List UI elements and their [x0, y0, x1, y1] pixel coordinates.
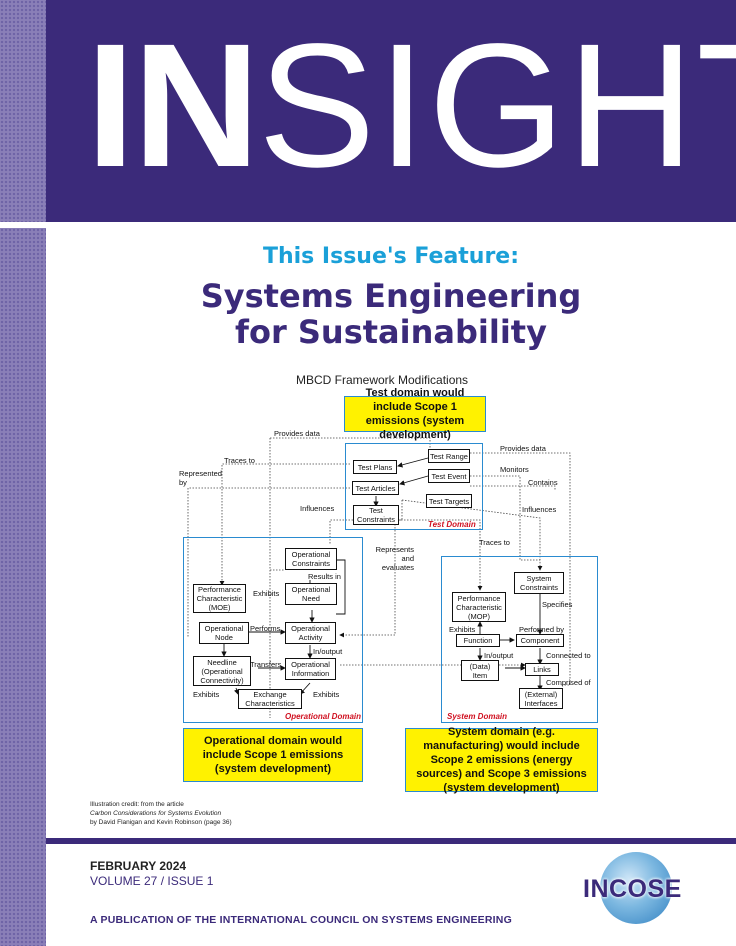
cover-spine-pattern	[0, 0, 46, 946]
system-domain-label: System Domain	[447, 712, 508, 721]
node-operational-constraints: Operational Constraints	[285, 548, 337, 570]
issue-date: FEBRUARY 2024	[90, 859, 187, 873]
node-needline: Needline (Operational Connectivity)	[193, 656, 251, 686]
node-links: Links	[525, 663, 559, 676]
rel-traces-to-2: Traces to	[479, 538, 510, 547]
node-test-constraints: Test Constraints	[353, 505, 399, 525]
credit-article-title: Carbon Considerations for Systems Evolut…	[90, 810, 222, 817]
test-domain-callout: Test domain would include Scope 1 emissi…	[344, 387, 486, 441]
rel-provides-data-2: Provides data	[500, 444, 546, 453]
rel-influences-1: Influences	[300, 504, 335, 513]
node-function: Function	[456, 634, 500, 647]
test-domain-label: Test Domain	[428, 520, 476, 529]
node-test-targets: Test Targets	[426, 494, 472, 508]
node-operational-activity: Operational Activity	[285, 622, 336, 644]
title-bold: IN	[86, 8, 260, 204]
incose-logo: INCOSE	[583, 875, 682, 903]
node-external-interfaces: (External) Interfaces	[519, 688, 563, 709]
node-performance-mop: Performance Characteristic (MOP)	[452, 592, 506, 622]
footer-rule	[46, 838, 736, 844]
node-exchange-characteristics: Exchange Characteristics	[238, 689, 302, 709]
node-test-event: Test Event	[428, 469, 470, 483]
rel-exhibits-1: Exhibits	[253, 589, 280, 598]
rel-performed-by: Performed by	[519, 625, 565, 634]
node-test-range: Test Range	[428, 449, 470, 463]
node-operational-node: Operational Node	[199, 622, 249, 644]
feature-title-line1: Systems Engineering	[200, 277, 582, 315]
publication-line: A PUBLICATION OF THE INTERNATIONAL COUNC…	[90, 914, 512, 926]
operational-domain-frame	[183, 537, 363, 723]
rel-specifies: Specifies	[542, 600, 573, 609]
rel-represents-evaluates: Represents and evaluates	[375, 545, 414, 572]
credit-authors: by David Flanigan and Kevin Robinson (pa…	[90, 819, 232, 826]
rel-contains: Contains	[528, 478, 558, 487]
rel-connected-to: Connected to	[546, 651, 591, 660]
test-domain-frame	[345, 443, 483, 530]
feature-title: Systems Engineering for Sustainability	[46, 278, 736, 350]
rel-in-output-2: In/output	[484, 651, 514, 660]
rel-comprised-of: Comprised of	[546, 678, 591, 687]
rel-results-in: Results in	[308, 572, 341, 581]
node-test-plans: Test Plans	[353, 460, 397, 474]
rel-exhibits-3: Exhibits	[313, 690, 340, 699]
issue-volume: VOLUME 27 / ISSUE 1	[90, 874, 214, 888]
operational-domain-callout: Operational domain would include Scope 1…	[183, 728, 363, 782]
node-data-item: (Data) Item	[461, 660, 499, 681]
node-component: Component	[516, 634, 564, 647]
system-domain-callout: System domain (e.g. manufacturing) would…	[405, 726, 598, 794]
node-operational-information: Operational Information	[285, 658, 336, 680]
rel-transfers: Transfers	[250, 660, 282, 669]
feature-title-line2: for Sustainability	[235, 313, 547, 351]
rel-represented-by: Represented by	[179, 469, 222, 487]
rel-monitors: Monitors	[500, 465, 529, 474]
rel-traces-to-1: Traces to	[224, 456, 255, 465]
operational-domain-label: Operational Domain	[285, 712, 362, 721]
node-performance-moe: Performance Characteristic (MOE)	[193, 584, 246, 613]
node-system-constraints: System Constraints	[514, 572, 564, 594]
rel-in-output-1: In/output	[313, 647, 343, 656]
node-test-articles: Test Articles	[352, 481, 399, 495]
rel-provides-data-1: Provides data	[274, 429, 320, 438]
diagram-title: MBCD Framework Modifications	[296, 373, 469, 387]
rel-performs: Performs	[250, 624, 281, 633]
credit-line1: Illustration credit: from the article	[90, 801, 184, 808]
globe-icon	[600, 852, 672, 924]
system-domain-frame	[441, 556, 598, 723]
node-operational-need: Operational Need	[285, 583, 337, 605]
feature-lead: This Issue's Feature:	[262, 244, 520, 269]
rel-influences-2: Influences	[522, 505, 557, 514]
rel-exhibits-2: Exhibits	[193, 690, 220, 699]
illustration-credit: Illustration credit: from the article Ca…	[90, 800, 232, 827]
spine-gap	[0, 222, 46, 228]
rel-exhibits-4: Exhibits	[449, 625, 476, 634]
